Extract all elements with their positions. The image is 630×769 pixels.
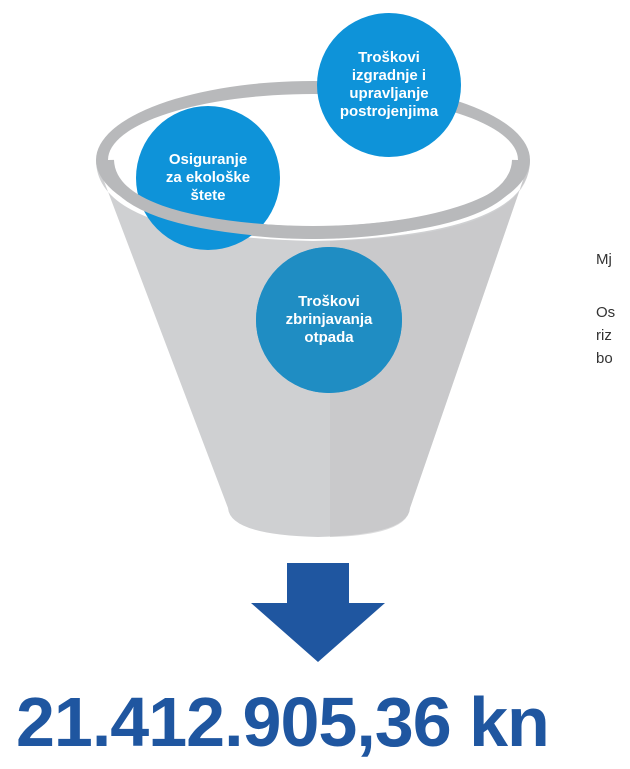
circle-label-insurance: Osiguranje za ekološke štete [165,151,251,204]
side-text-body: Os riz bo [596,304,616,367]
funnel-shade [330,160,530,537]
funnel-rim-front [102,159,524,240]
total-amount: 21.412.905,36 kn [16,683,550,761]
circle-label-waste-costs: Troškovi zbrinjavanja otpada [285,293,373,346]
arrow-down-icon [251,563,385,662]
circle-label-construction-costs: Troškovi izgradnje i upravljanje postroj… [339,49,439,120]
circle-waste-costs-inner [256,247,402,393]
circle-construction-costs [317,13,461,157]
side-text-heading: Mj [596,251,612,268]
